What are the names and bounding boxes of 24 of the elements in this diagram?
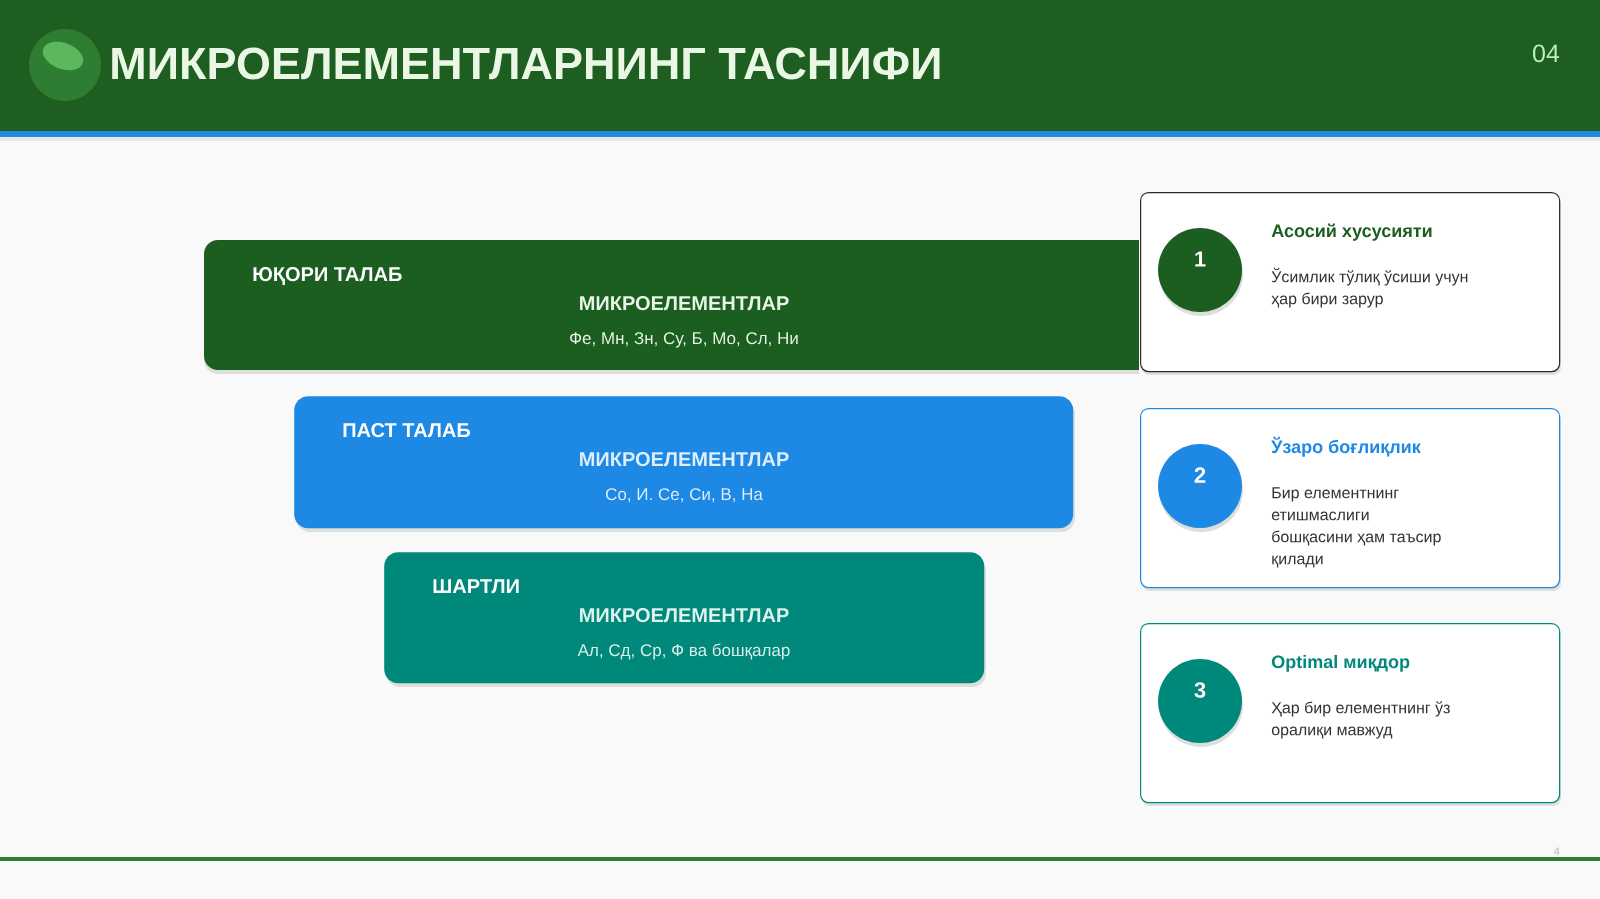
- card-heading: Optimal миқдор: [1271, 654, 1410, 672]
- demand-label: ЮҚОРИ ТАЛАБ: [253, 267, 402, 285]
- category-bar: [384, 552, 986, 687]
- demand-label: ШАРТЛИ: [433, 579, 519, 594]
- group-heading: МИКРОЕЛЕМЕНТЛАР: [580, 608, 789, 623]
- info-card: [1140, 192, 1561, 375]
- card-heading: Асосий хусусияти: [1271, 223, 1432, 241]
- card-text: Ҳар бир елементнинг ўз оралиқи мавжуд: [1271, 701, 1450, 739]
- slide-title: МИКРОЕЛЕМЕНТЛАРНИНГ ТАСНИФИ: [112, 47, 940, 80]
- page-number: 4: [1553, 847, 1560, 855]
- demand-label: ПАСТ ТАЛАБ: [343, 423, 471, 438]
- category-bar: [294, 396, 1075, 532]
- info-card: [1140, 408, 1561, 591]
- element-list: Ал, Сд, Ср, Ф ва бошқалар: [577, 643, 790, 660]
- element-list: Фе, Мн, Зн, Су, Б, Мо, Сл, Ни: [570, 332, 798, 348]
- group-heading: МИКРОЕЛЕМЕНТЛАР: [580, 296, 789, 311]
- info-card: [1140, 623, 1561, 806]
- card-text: Бир елементнинг етишмаслиги бошқасини ҳам таъсир қилади: [1271, 487, 1441, 568]
- element-list: Со, И. Се, Си, В, На: [606, 488, 763, 503]
- card-heading: Ўзаро боғлиқлик: [1271, 436, 1421, 457]
- group-heading: МИКРОЕЛЕМЕНТЛАР: [580, 452, 789, 467]
- slide-number: 04: [1533, 44, 1560, 63]
- card-text: Ўсимлик тўлиқ ўсиши учун ҳар бири зарур: [1271, 267, 1468, 308]
- category-bar: [204, 240, 1139, 374]
